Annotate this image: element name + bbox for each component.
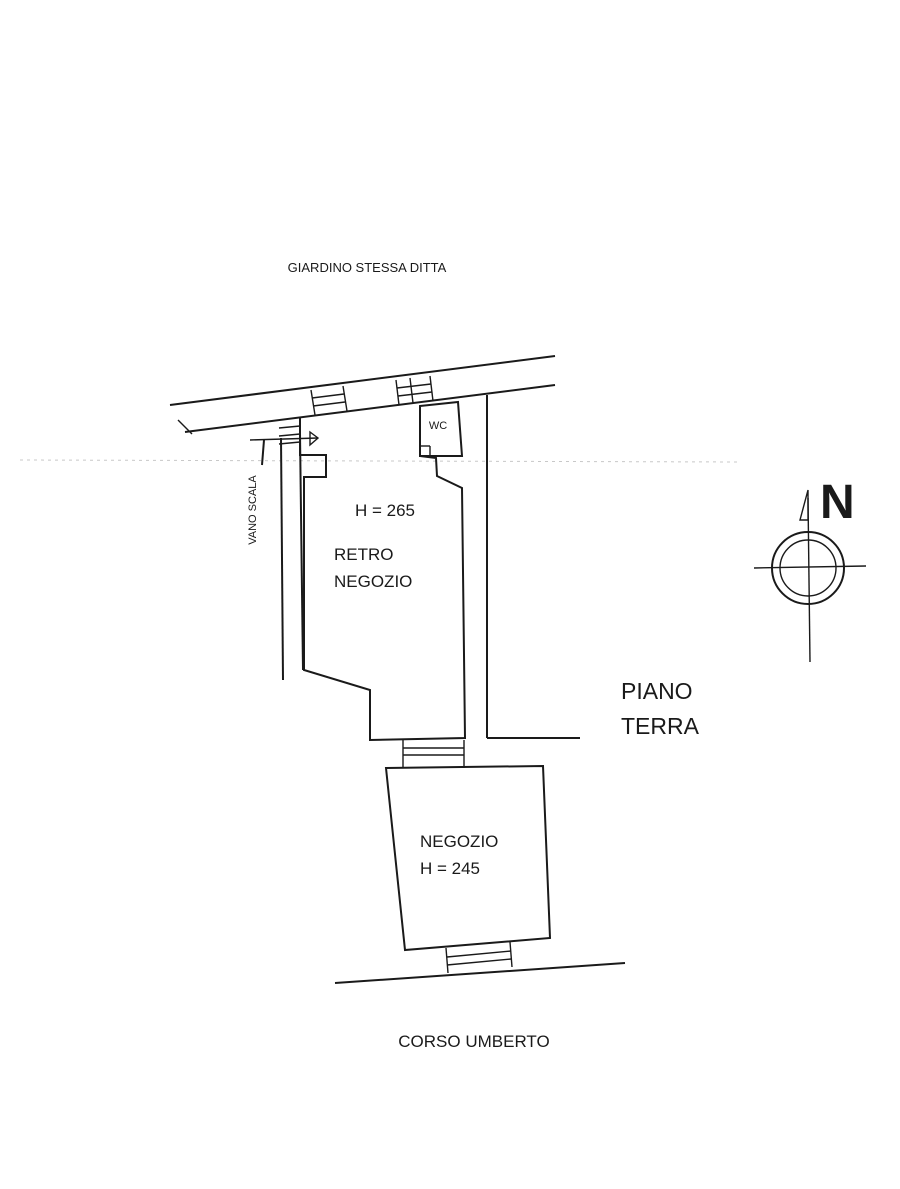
back-shop-outline: [299, 410, 467, 742]
window-garden-right: [395, 375, 434, 406]
shop-height: H = 245: [420, 859, 480, 878]
scan-artifact-line: [19, 459, 741, 463]
wc-label: WC: [429, 420, 447, 432]
shop-label: NEGOZIO: [420, 832, 498, 851]
floor-label-line2: TERRA: [621, 713, 700, 739]
entrance-door: [445, 941, 513, 974]
garden-boundary-wall: [169, 355, 556, 435]
back-shop-height: H = 265: [355, 501, 415, 520]
window-garden-left: [310, 385, 348, 416]
interior-door: [402, 740, 465, 768]
street-label: CORSO UMBERTO: [398, 1032, 549, 1051]
garden-label: GIARDINO STESSA DITTA: [288, 260, 447, 275]
stairwell-walls: [261, 433, 304, 681]
back-shop-label-line2: NEGOZIO: [334, 572, 412, 591]
floor-label-line1: PIANO: [621, 678, 693, 704]
shop-outline: [384, 764, 552, 952]
north-label: N: [820, 476, 855, 529]
neighbour-wall: [486, 395, 580, 739]
wc-room: [419, 400, 464, 457]
stairwell-label: VANO SCALA: [247, 475, 259, 545]
back-shop-label-line1: RETRO: [334, 545, 394, 564]
stair-door: [249, 425, 320, 447]
street-boundary: [334, 962, 626, 984]
north-compass-icon: [753, 489, 867, 663]
